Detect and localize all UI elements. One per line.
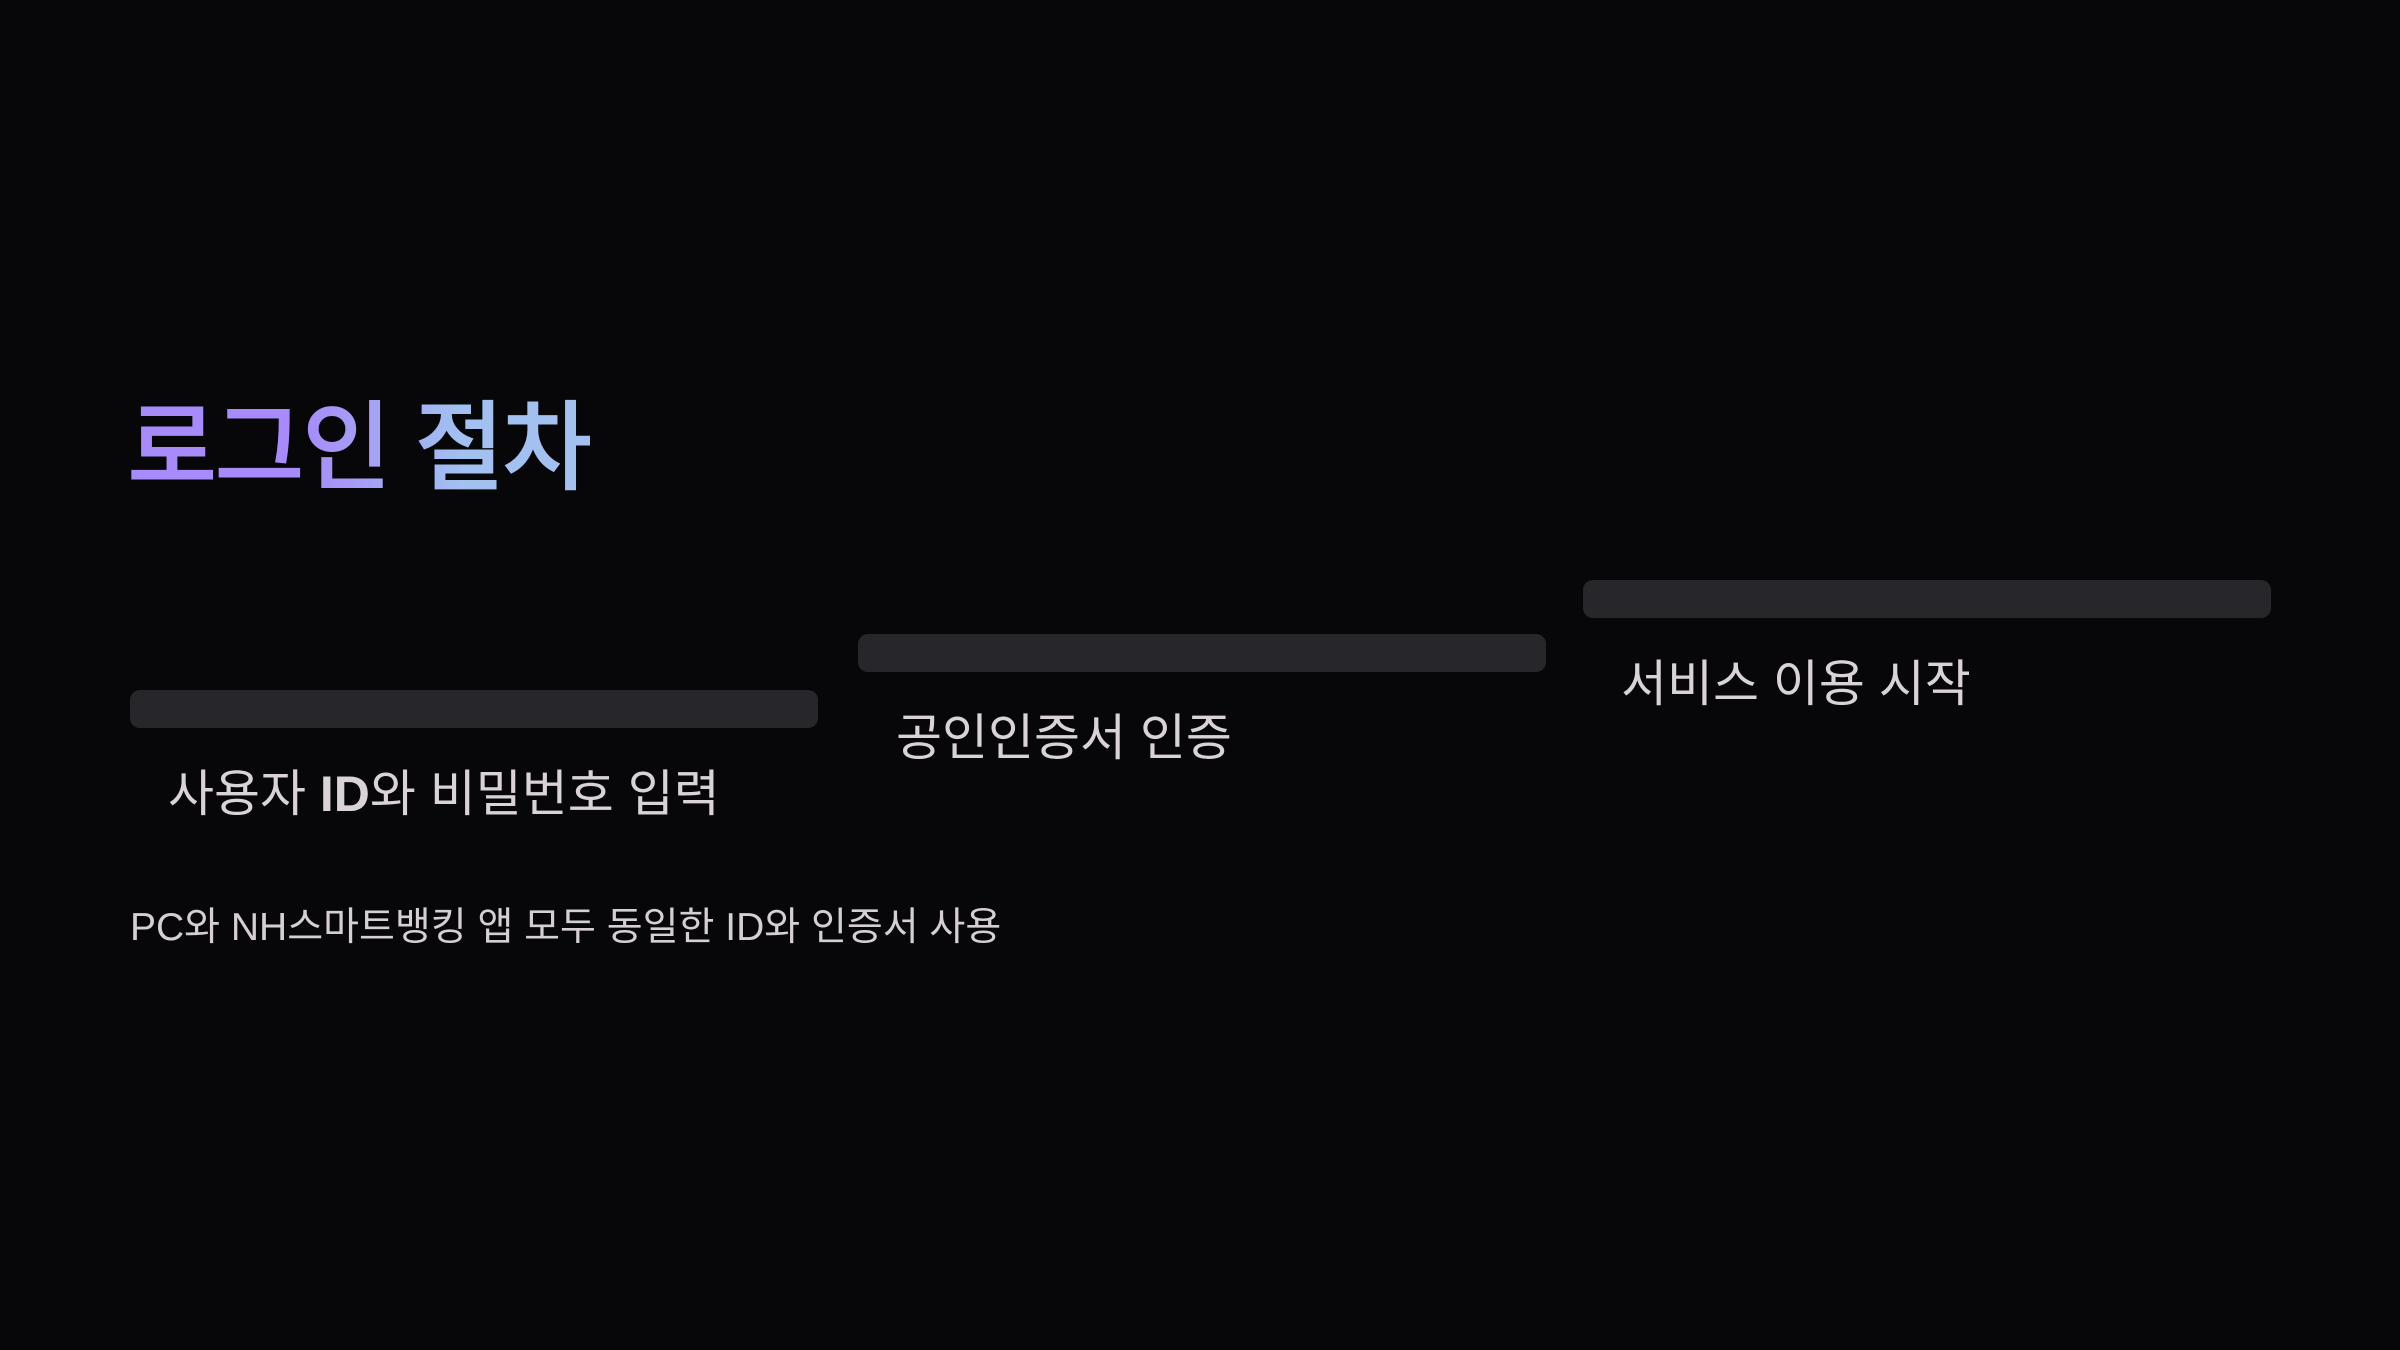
footnote: PC와 NH스마트뱅킹 앱 모두 동일한 ID와 인증서 사용 bbox=[130, 906, 1002, 949]
step-2-label: 공인인증서 인증 bbox=[896, 710, 1232, 766]
step-3: 서비스 이용 시작 bbox=[1583, 580, 2271, 712]
step-1-label-emphasis: ID bbox=[319, 766, 370, 822]
step-1-label-prefix: 사용자 bbox=[168, 766, 320, 822]
step-3-bar bbox=[1583, 580, 2271, 618]
step-1: 사용자 ID와 비밀번호 입력 bbox=[130, 690, 818, 822]
step-2: 공인인증서 인증 bbox=[858, 634, 1546, 766]
step-2-bar bbox=[858, 634, 1546, 672]
step-1-label-suffix: 와 비밀번호 입력 bbox=[369, 766, 720, 822]
step-1-bar bbox=[130, 690, 818, 728]
page-title: 로그인 절차 bbox=[128, 395, 591, 502]
step-1-label: 사용자 ID와 비밀번호 입력 bbox=[168, 767, 818, 822]
step-3-label: 서비스 이용 시작 bbox=[1621, 656, 1971, 712]
